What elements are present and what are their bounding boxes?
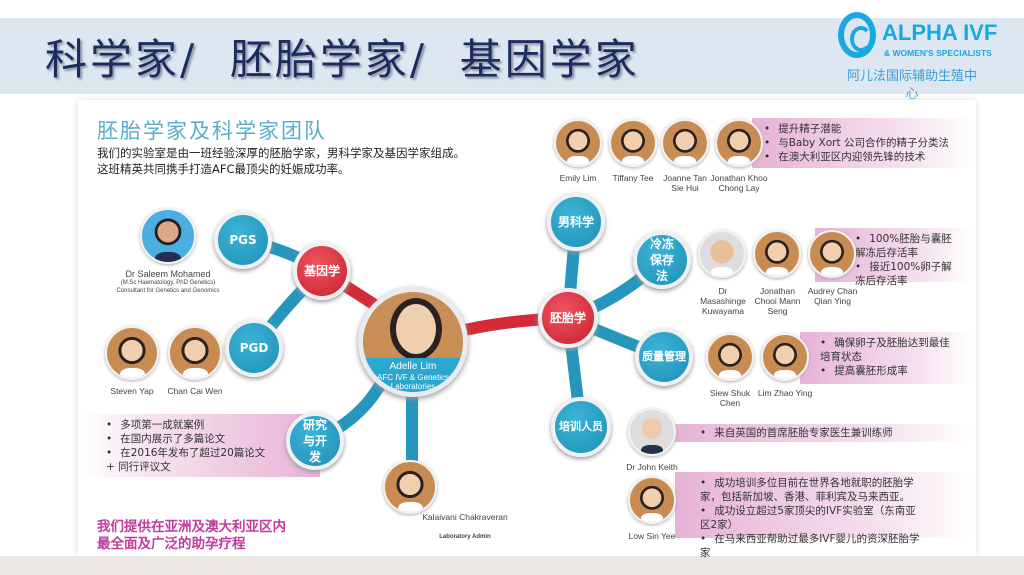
- rnd-band: 多项第一成就案例 在国内展示了多篇论文 在2016年发布了超过20篇论文 + 同…: [80, 414, 320, 477]
- photo-steven-yap: [105, 326, 159, 380]
- photo-saleem: [140, 208, 196, 264]
- photo-joanne-tan: [661, 119, 709, 167]
- band-item: 成功设立超过5家顶尖的IVF实验室（东南亚区2家）: [700, 504, 920, 532]
- photo-chan-cai-wen: [168, 326, 222, 380]
- node-training: 培训人员: [551, 397, 611, 457]
- name-jonathan-khoo: Jonathan Khoo Chong Lay: [710, 173, 768, 193]
- photo-siew-shuk-chen: [706, 333, 754, 381]
- band-item: 提升精子潜能: [764, 122, 972, 136]
- role-kalaivani: Laboratory Admin: [439, 534, 491, 540]
- band-item: 在马来西亚帮助过最多IVF婴儿的资深胚胎学家: [700, 532, 920, 560]
- name-audrey-chan: Audrey Chan Qian Ying: [807, 286, 858, 306]
- band-item: 与Baby Xort 公司合作的精子分类法: [764, 136, 972, 150]
- node-research: 研究与开发: [286, 412, 344, 470]
- name-jonathan-chooi: Jonathan Chooi Mann Seng: [754, 286, 801, 316]
- photo-masashinge-kuwayama: [698, 230, 746, 278]
- logo-chinese-name: 阿儿法国际辅助生殖中心: [846, 69, 977, 102]
- name-chan-cai-wen: Chan Cai Wen: [167, 386, 223, 396]
- logo-subtitle: & WOMEN'S SPECIALISTS: [884, 48, 992, 58]
- photo-emily-lim: [554, 119, 602, 167]
- name-kalaivani: Kalaivani Chakraveran: [422, 512, 508, 522]
- tagline-line-2: 最全面及广泛的助孕疗程: [97, 536, 246, 552]
- center-role: AFC IVF & Genetics: [376, 373, 450, 382]
- intro-line-1: 我们的实验室是由一班经验深厚的胚胎学家，男科学家及基因学家组成。: [97, 146, 465, 160]
- name-tiffany-tee: Tiffany Tee: [612, 173, 654, 183]
- node-embryology: 胚胎学: [538, 288, 598, 348]
- name-john-keith: Dr John Keith: [626, 462, 678, 472]
- footer-strip: [0, 556, 1024, 575]
- portrait: [396, 304, 436, 354]
- band-item: 成功培训多位目前在世界各地就职的胚胎学家，包括新加坡、香港、菲利宾及马来西亚。: [700, 476, 920, 504]
- center-name: Adelle Lim: [389, 361, 437, 372]
- node-andrology: 男科学: [547, 193, 605, 251]
- qm-band: 确保卵子及胚胎达到最佳培育状态 提高囊胚形成率: [800, 332, 972, 384]
- tagline-line-1: 我们提供在亚洲及澳大利亚区内: [97, 519, 286, 535]
- band-item: 100%胚胎与囊胚解冻后存活率: [855, 232, 955, 260]
- band-item: 多项第一成就案例: [106, 418, 266, 432]
- saleem-title: Consultant for Genetics and Genomics: [116, 288, 220, 294]
- photo-lim-zhao-ying: [761, 333, 809, 381]
- band-item: 在澳大利亚区内迎领先锋的技术: [764, 150, 972, 164]
- node-quality-management: 质量管理: [635, 328, 693, 386]
- name-steven-yap: Steven Yap: [110, 386, 154, 396]
- name-siew-shuk-chen: Siew Shuk Chen: [709, 388, 751, 408]
- photo-jonathan-chooi: [753, 230, 801, 278]
- band-item: 接近100%卵子解冻后存活率: [855, 260, 955, 288]
- slide-title: 科学家/ 胚胎学家/ 基因学家: [45, 35, 640, 84]
- photo-jonathan-khoo: [715, 119, 763, 167]
- name-saleem: Dr Saleem Mohamed: [125, 269, 211, 279]
- tagline: 我们提供在亚洲及澳大利亚区内 最全面及广泛的助孕疗程: [97, 519, 286, 553]
- name-masashinge-kuwayama: Dr Masashinge Kuwayama: [700, 286, 746, 316]
- band-item: 来自英国的首席胚胎专家医生兼训练师: [700, 426, 972, 440]
- photo-john-keith: [628, 408, 676, 456]
- band-item: 提高囊胚形成率: [820, 364, 950, 378]
- center-photo-adelle-lim: Adelle Lim AFC IVF & Genetics Laboratori…: [358, 287, 468, 397]
- low-band: 成功培训多位目前在世界各地就职的胚胎学家，包括新加坡、香港、菲利宾及马来西亚。 …: [675, 472, 972, 559]
- saleem-degree: (M.Sc Haematology, PhD Genetics): [120, 280, 216, 286]
- photo-low-sin-yee: [628, 476, 676, 524]
- photo-kalaivani: [383, 460, 437, 514]
- name-lim-zhao-ying: Lim Zhao Ying: [757, 388, 813, 398]
- name-low-sin-yee: Low Sin Yee: [628, 531, 676, 541]
- intro-line-2: 这班精英共同携手打造AFC最顶尖的妊娠成功率。: [97, 162, 350, 176]
- name-emily-lim: Emily Lim: [559, 173, 597, 183]
- band-item: 在2016年发布了超过20篇论文 + 同行评议文: [106, 446, 266, 474]
- logo-name: ALPHA IVF: [882, 20, 998, 45]
- band-item: 确保卵子及胚胎达到最佳培育状态: [820, 336, 950, 364]
- logo-icon: [838, 12, 876, 58]
- node-pgs: PGS: [214, 211, 272, 269]
- node-pgd: PGD: [225, 319, 283, 377]
- center-role: Laboratories: [390, 382, 436, 391]
- andrology-band: 提升精子潜能 与Baby Xort 公司合作的精子分类法 在澳大利亚区内迎领先锋…: [752, 118, 972, 168]
- band-item: 在国内展示了多篇论文: [106, 432, 266, 446]
- node-genetics: 基因学: [293, 242, 351, 300]
- john-band: 来自英国的首席胚胎专家医生兼训练师: [672, 424, 972, 442]
- section-title: 胚胎学家及科学家团队: [97, 119, 327, 143]
- photo-tiffany-tee: [609, 119, 657, 167]
- photo-audrey-chan: [808, 230, 856, 278]
- node-cryopreservation: 冷冻保存法: [633, 231, 691, 289]
- name-joanne-tan: Joanne Tan Sie Hui: [663, 173, 707, 193]
